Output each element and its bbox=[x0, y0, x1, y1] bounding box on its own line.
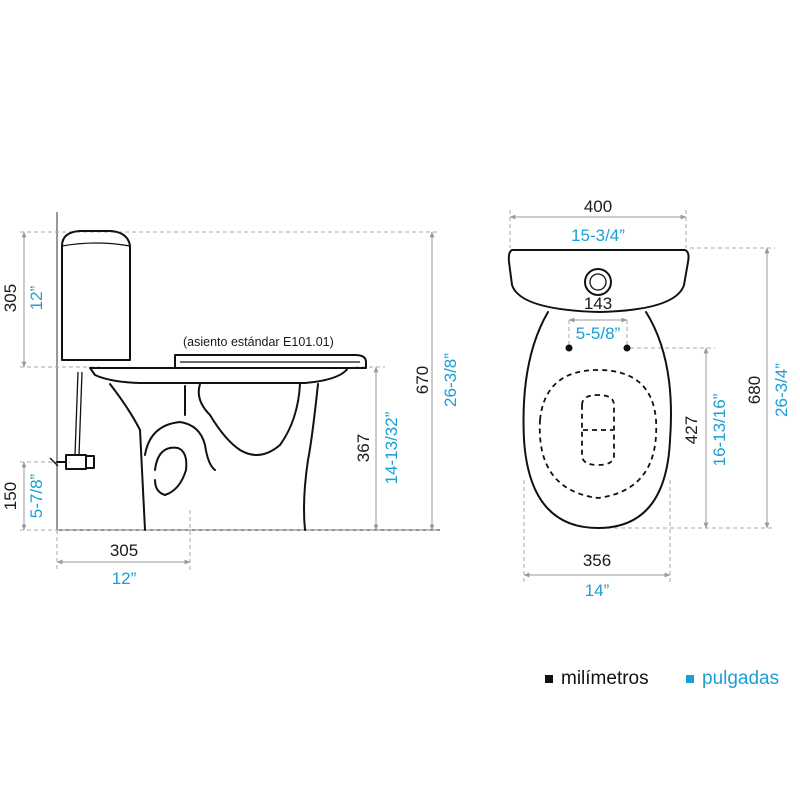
legend-mm-label: milímetros bbox=[561, 668, 649, 689]
total-height-mm: 670 bbox=[413, 366, 432, 394]
supply-height-in: 5-7/8” bbox=[27, 473, 46, 518]
bolt-spacing-in: 5-5/8” bbox=[576, 324, 621, 343]
bowl-length-in: 16-13/16” bbox=[710, 393, 729, 466]
square-icon bbox=[686, 675, 694, 683]
top-view: 400 15-3/4” 143 5-5/8” 427 16-13/16” 680… bbox=[507, 197, 791, 600]
toilet-tank bbox=[61, 230, 131, 361]
total-depth-mm: 680 bbox=[745, 376, 764, 404]
tank-height-mm: 305 bbox=[1, 284, 20, 312]
bolt-spacing-mm: 143 bbox=[584, 294, 612, 313]
tank-width-in: 15-3/4” bbox=[571, 226, 625, 245]
square-icon bbox=[545, 675, 553, 683]
bowl-width-mm: 356 bbox=[583, 551, 611, 570]
legend-in-label: pulgadas bbox=[702, 668, 780, 689]
rough-in-mm: 305 bbox=[110, 541, 138, 560]
tank-height-in: 12” bbox=[27, 285, 46, 310]
toilet-seat bbox=[89, 354, 367, 384]
side-view: (asiento estándar E101.01) 305 12” 150 5… bbox=[1, 212, 460, 588]
rough-in-in: 12” bbox=[112, 569, 137, 588]
seat-height-in: 14-13/32” bbox=[382, 411, 401, 484]
tank-width-mm: 400 bbox=[584, 197, 612, 216]
legend-millimeters: milímetros bbox=[545, 668, 649, 690]
tank-top bbox=[507, 249, 690, 313]
bowl-top bbox=[522, 311, 672, 529]
legend-inches: pulgadas bbox=[686, 668, 779, 690]
total-height-in: 26-3/8” bbox=[441, 353, 460, 407]
bowl-length-mm: 427 bbox=[682, 416, 701, 444]
supply-height-mm: 150 bbox=[1, 482, 20, 510]
seat-note: (asiento estándar E101.01) bbox=[183, 335, 334, 349]
seat-height-mm: 367 bbox=[354, 434, 373, 462]
toilet-bowl-profile bbox=[109, 383, 319, 531]
supply-valve bbox=[49, 371, 95, 470]
bowl-width-in: 14” bbox=[585, 581, 610, 600]
total-depth-in: 26-3/4” bbox=[772, 363, 791, 417]
